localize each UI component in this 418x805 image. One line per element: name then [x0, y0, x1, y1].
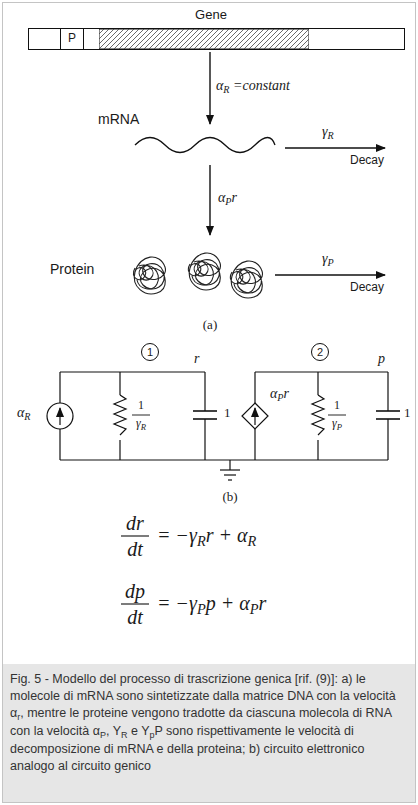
capacitor-label: 1	[404, 406, 411, 420]
molecule-label: Protein	[50, 262, 94, 277]
promoter-box: P	[60, 28, 84, 50]
resistor-label: γP	[332, 417, 342, 430]
promoter-label: P	[61, 32, 83, 45]
node-number: 1	[142, 346, 158, 358]
figure-caption: Fig. 5 - Modello del processo di trascri…	[10, 671, 408, 775]
equation-body: = −γPp + αPr	[157, 592, 266, 614]
node-voltage: p	[378, 351, 385, 366]
decay-label: Decay	[350, 281, 384, 294]
capacitor-label: 1	[224, 406, 231, 420]
decay-rate: γP	[322, 251, 334, 266]
gene-label: Gene	[195, 8, 227, 22]
decay-rate: γR	[322, 124, 334, 139]
resistor-label: γR	[136, 417, 146, 430]
resistor-label: 1	[138, 399, 144, 412]
panel-label: (b)	[222, 490, 237, 504]
source-label: αR	[17, 405, 31, 420]
rate-label: αPr	[218, 190, 237, 205]
equation-denominator: dt	[127, 606, 143, 628]
decay-label: Decay	[350, 154, 384, 167]
equation-denominator: dt	[127, 538, 143, 560]
node-number-circle: 2	[311, 343, 329, 361]
gene-hatching	[99, 29, 309, 49]
node-number-circle: 1	[141, 343, 159, 361]
resistor-label: 1	[334, 399, 340, 412]
node-number: 2	[312, 346, 328, 358]
rate-label: αR =constant	[216, 78, 290, 93]
molecule-label: mRNA	[98, 112, 139, 127]
panel-label: (a)	[203, 318, 217, 332]
equation-body: = −γRr + αR	[157, 524, 256, 546]
node-voltage: r	[194, 351, 199, 366]
source-label: αPr	[270, 386, 289, 401]
gene-bar: GeneP	[28, 28, 405, 50]
equation-numerator: dr	[126, 512, 144, 534]
equation-numerator: dp	[125, 580, 145, 602]
